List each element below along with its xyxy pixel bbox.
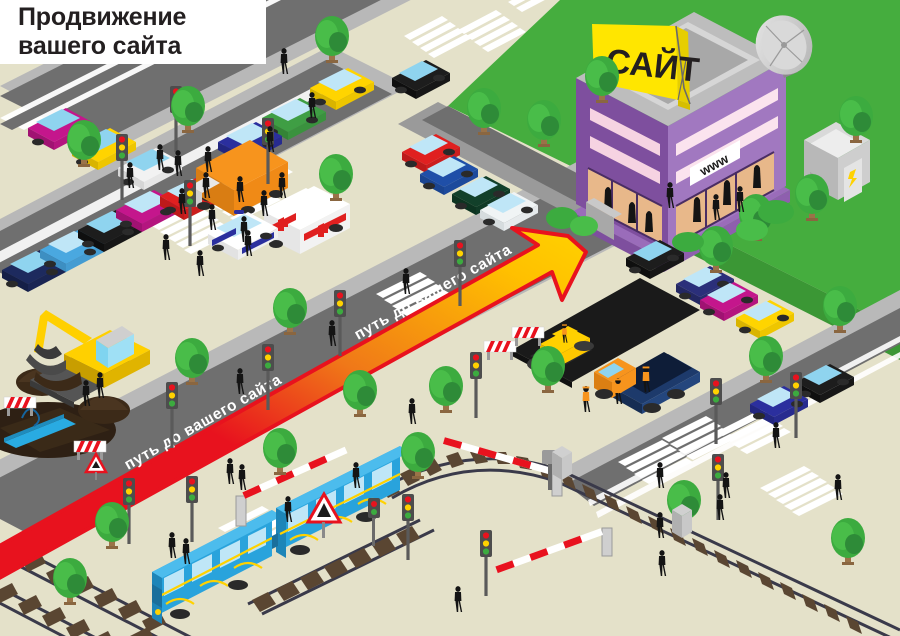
signal-cabinet-right [552,446,572,480]
excavator-dig-site [0,310,150,480]
car-black-right [796,364,854,403]
promotion-arrow [0,226,588,580]
car-black-lower-mid [626,240,684,279]
car-blue-mid [420,156,478,195]
car-magenta-right [700,282,758,321]
utility-box [804,122,870,206]
roadworks-warning-sign [83,451,109,480]
car-black-top [392,60,450,99]
crossing-barrier-right [442,437,563,497]
car-yellow-2 [310,68,374,110]
car-white [118,148,182,190]
bushes [546,200,794,252]
level-crossing [235,437,613,574]
car-white-mid [480,192,538,231]
title-line-1: Продвижение [18,3,187,31]
railway-signal [368,498,380,546]
title-line-2: вашего сайта [18,32,182,60]
site-building: www САЙТ [572,12,813,272]
satellite-dish [755,15,813,78]
street-posts [552,446,692,538]
parked-cars-mid [402,134,684,279]
railway-bottom-left [247,518,435,616]
signal-cabinet-lower [672,504,692,538]
crosswalk-top-center [404,0,545,58]
title-card: Продвижение вашего сайта [0,0,266,64]
traffic-jam-cars [2,68,374,292]
crossing-barrier-lower [495,527,613,574]
level-crossing-sign [305,490,343,538]
car-red-mid [402,134,460,173]
car-yellow-right [736,300,794,339]
crossing-barrier-left [235,446,348,527]
ambulance [264,186,350,254]
